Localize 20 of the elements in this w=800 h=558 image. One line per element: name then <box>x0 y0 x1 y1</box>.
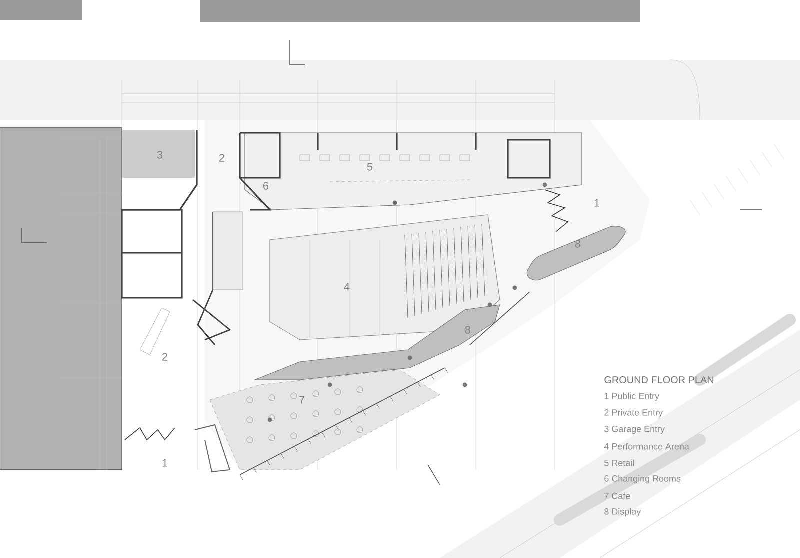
legend-entry: 6 Changing Rooms <box>604 475 681 484</box>
legend-entry: 3 Garage Entry <box>604 426 665 434</box>
plan-title: GROUND FLOOR PLAN <box>604 376 714 384</box>
room-number: 8 <box>575 240 581 248</box>
legend-entry: 7 Cafe <box>604 492 630 500</box>
legend-entry: 2 Private Entry <box>604 409 663 418</box>
room-number: 3 <box>157 151 163 159</box>
legend-entry: 8 Display <box>604 508 642 517</box>
room-number: 2 <box>220 154 224 162</box>
legend-entry: 1 Public Entry <box>604 392 660 402</box>
room-number: 2 <box>162 353 168 361</box>
legend-entry: 4 Performance Arena <box>604 443 690 450</box>
room-number: 1 <box>594 199 600 207</box>
room-number: 4 <box>344 283 350 291</box>
room-number: 5 <box>367 163 373 171</box>
room-number: 7 <box>300 396 304 404</box>
legend-entry: 5 Retail <box>604 460 634 466</box>
room-number: 6 <box>264 182 269 190</box>
room-number: 8 <box>465 326 471 334</box>
room-number: 1 <box>162 459 168 467</box>
